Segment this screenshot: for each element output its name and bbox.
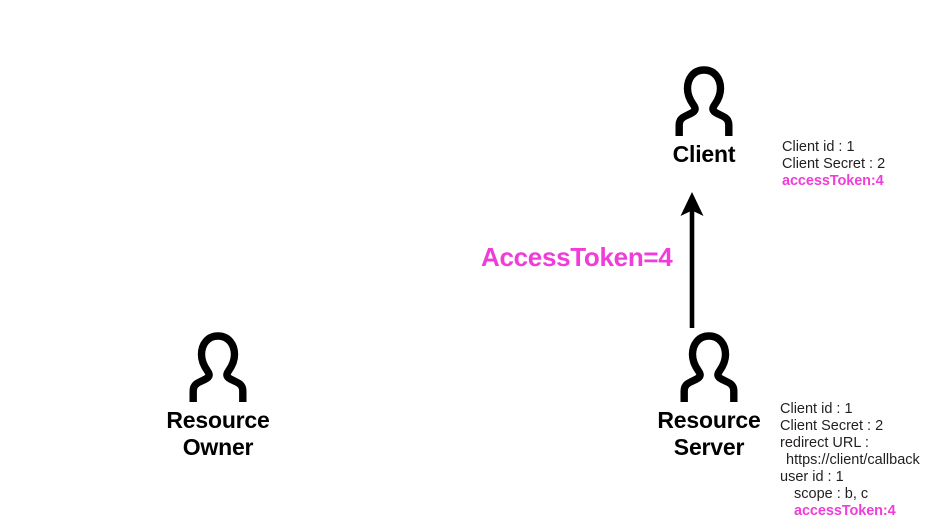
info-line-redirect-url: https://client/callback: [786, 451, 920, 468]
info-line-access-token: accessToken:4: [794, 502, 896, 519]
client-info-block: Client id : 1 Client Secret : 2 accessTo…: [782, 139, 885, 190]
access-token-arrow-label: AccessToken=4: [481, 242, 673, 272]
person-icon: [680, 332, 738, 402]
actor-client: Client: [666, 66, 742, 168]
info-line-access-token: accessToken:4: [782, 172, 884, 189]
server-info-block: Client id : 1 Client Secret : 2 redirect…: [780, 401, 920, 520]
info-line: redirect URL :: [780, 434, 869, 451]
info-line: Client id : 1: [782, 139, 855, 155]
info-line: Client Secret : 2: [782, 155, 886, 172]
info-line-scope: scope : b, c: [794, 485, 869, 502]
actor-client-label: Client: [672, 141, 736, 167]
info-line: Client id : 1: [780, 401, 853, 417]
actor-resource-owner: Resource Owner: [166, 332, 270, 461]
person-icon: [189, 332, 247, 402]
actor-resource-owner-label: Resource Owner: [166, 407, 270, 461]
actor-resource-server-label: Resource Server: [657, 407, 761, 461]
person-icon: [675, 66, 733, 136]
info-line: user id : 1: [780, 468, 844, 485]
actor-resource-server: Resource Server: [657, 332, 761, 461]
access-token-arrow: [680, 192, 704, 328]
info-line: Client Secret : 2: [780, 417, 884, 434]
